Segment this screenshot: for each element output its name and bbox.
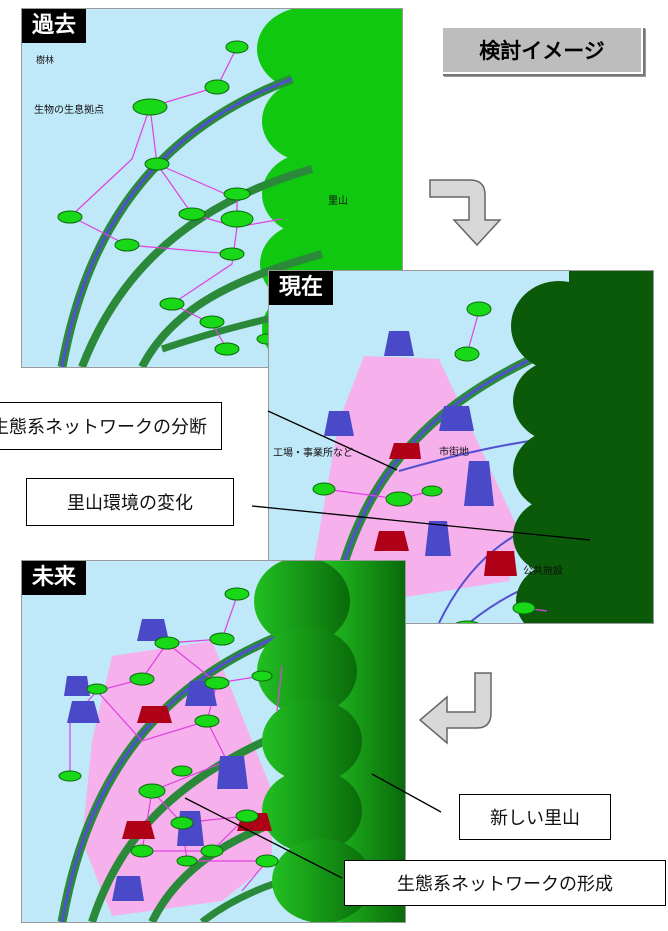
- callout-satoyama-change: 里山環境の変化: [26, 478, 234, 526]
- panel-future-tag: 未来: [22, 561, 87, 595]
- callout-satoyama-change-text: 里山環境の変化: [67, 493, 193, 514]
- panel-present: 現在 工場・事業所など 市街地 公共施設: [268, 270, 654, 624]
- callout-network-fragmentation-text: 生態系ネットワークの分断: [0, 417, 207, 438]
- callout-network-formation-text: 生態系ネットワークの形成: [397, 874, 613, 895]
- past-nodes: [57, 40, 278, 356]
- panel-past-tag: 過去: [22, 9, 87, 43]
- label-habitat-point: 生物の生息拠点: [34, 105, 104, 116]
- label-factory: 工場・事業所など: [273, 448, 353, 459]
- panel-present-tag: 現在: [269, 271, 334, 305]
- callout-new-satoyama-text: 新しい里山: [490, 808, 580, 829]
- label-satoyama: 里山: [328, 196, 348, 207]
- past-roads: [57, 74, 324, 367]
- present-buildings: [324, 331, 517, 576]
- callout-network-formation: 生態系ネットワークの形成: [344, 860, 666, 906]
- arrow-down-icon: [429, 179, 502, 247]
- arrow-return-icon: [418, 672, 492, 745]
- callout-new-satoyama: 新しい里山: [459, 794, 611, 840]
- label-facility: 公共施設: [523, 566, 563, 577]
- title-button[interactable]: 検討イメージ: [441, 26, 643, 74]
- callout-network-fragmentation: 生態系ネットワークの分断: [0, 402, 222, 450]
- label-habitat-type: 樹林: [36, 56, 55, 66]
- label-urban: 市街地: [439, 447, 469, 458]
- present-nodes: [312, 301, 536, 623]
